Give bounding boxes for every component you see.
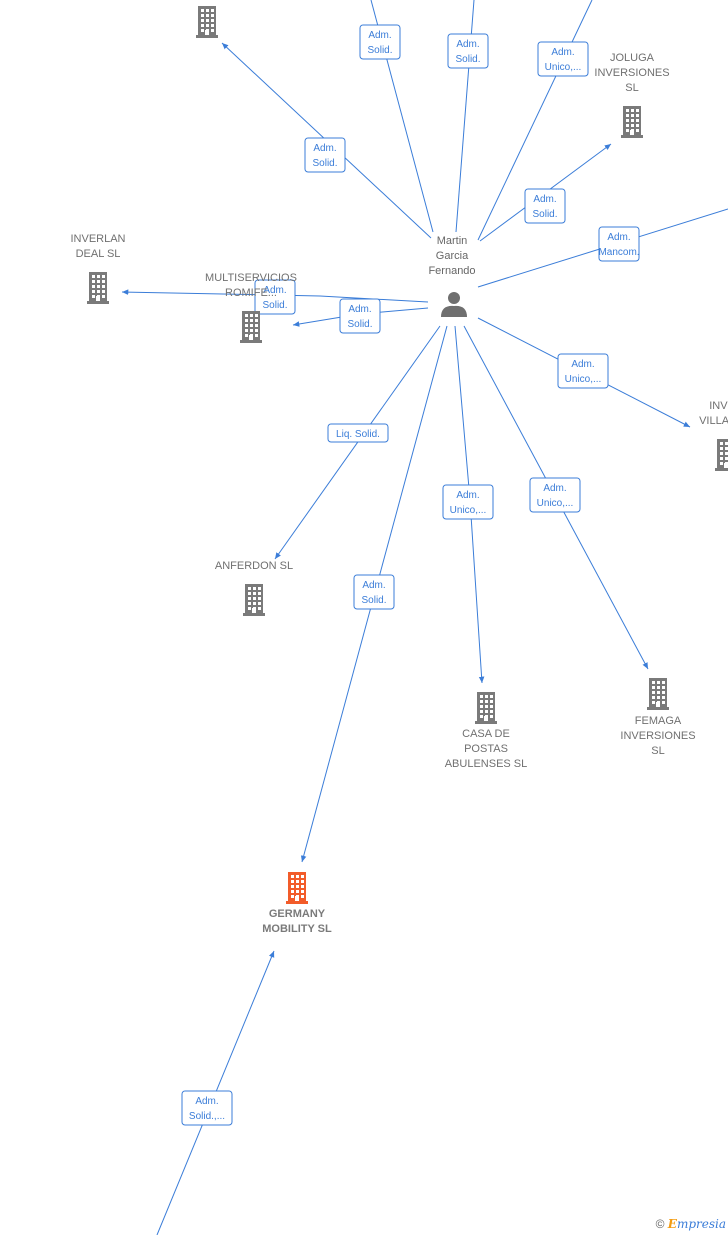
relation-label[interactable]: Adm. Solid. — [353, 574, 395, 610]
relation-label-text: Solid. — [312, 158, 337, 169]
company-node-femaga[interactable]: FEMAGA INVERSIONES SL — [620, 678, 696, 757]
relation-label-text: Adm. — [348, 304, 371, 315]
company-name-label: GERMANY — [269, 908, 326, 920]
relation-label[interactable]: Adm. Solid. — [339, 298, 381, 334]
relation-label-text: Mancom. — [598, 247, 639, 258]
relation-label[interactable]: Adm. Unico,... — [557, 353, 609, 389]
relation-label[interactable]: Adm. Solid. — [304, 137, 346, 173]
relation-label[interactable]: Adm. Mancom. — [598, 226, 640, 262]
relation-label-text: Adm. — [543, 483, 566, 494]
person-name-label: Fernando — [428, 265, 475, 277]
person-name-label: Garcia — [436, 250, 469, 262]
relation-label-text: Unico,... — [565, 374, 602, 385]
relation-label-text: Liq. Solid. — [336, 429, 380, 440]
relation-label-text: Solid.,... — [189, 1111, 225, 1122]
relation-label-text: Adm. — [456, 39, 479, 50]
company-name-label: INVERSIONES — [620, 730, 695, 742]
relation-label[interactable]: Adm. Unico,... — [529, 477, 581, 513]
relation-label-text: Solid. — [455, 54, 480, 65]
relation-label[interactable]: Adm. Solid. — [524, 188, 566, 224]
relation-label-text: Solid. — [367, 45, 392, 56]
company-node-multiservicios[interactable]: MULTISERVICIOS ROMIFE... — [205, 272, 297, 343]
relation-label[interactable]: Adm. Solid. — [254, 279, 296, 315]
relation-label[interactable]: Adm. Solid.,... — [181, 1090, 233, 1126]
building-icon — [286, 872, 308, 904]
company-name-label: CASA DE — [462, 728, 510, 740]
building-icon — [243, 584, 265, 616]
building-icon — [196, 6, 218, 38]
relation-label-text: Adm. — [368, 30, 391, 41]
building-icon — [87, 272, 109, 304]
company-node-top-left[interactable] — [196, 6, 218, 38]
copyright-symbol: © — [655, 1217, 665, 1231]
brand-initial: E — [667, 1217, 677, 1231]
company-name-label: DEAL SL — [76, 248, 121, 260]
relation-label-text: Unico,... — [537, 498, 574, 509]
company-node-inver-villasa[interactable]: INVER VILLASA... — [699, 400, 728, 471]
relation-label-text: Unico,... — [545, 62, 582, 73]
relation-edge-line — [121, 289, 429, 303]
brand-rest: mpresia — [676, 1217, 726, 1231]
relation-label-text: Solid. — [262, 300, 287, 311]
company-name-label: INVERLAN — [70, 233, 125, 245]
company-name-label: ANFERDON SL — [215, 560, 293, 572]
company-node-germany[interactable]: GERMANY MOBILITY SL — [262, 872, 332, 935]
relation-label-text: Solid. — [347, 319, 372, 330]
relation-label-text: Solid. — [361, 595, 386, 606]
relation-label[interactable]: Adm. Unico,... — [537, 41, 589, 77]
building-icon — [621, 106, 643, 138]
company-name-label: MULTISERVICIOS — [205, 272, 297, 284]
relation-label[interactable]: Adm. Solid. — [447, 33, 489, 69]
company-name-label: INVERSIONES — [594, 67, 669, 79]
building-icon — [240, 311, 262, 343]
building-icon — [475, 692, 497, 724]
building-icon — [715, 439, 728, 471]
relation-label-text: Adm. — [571, 359, 594, 370]
company-name-label: SL — [625, 82, 638, 94]
company-name-label: FEMAGA — [635, 715, 682, 727]
company-name-label: SL — [651, 745, 664, 757]
company-name-label: ROMIFE... — [225, 287, 277, 299]
company-node-casa-postas[interactable]: CASA DE POSTAS ABULENSES SL — [445, 692, 528, 770]
building-icon — [647, 678, 669, 710]
company-name-label: VILLASA... — [699, 415, 728, 427]
empresia-logo[interactable]: Empresia — [668, 1217, 726, 1231]
company-name-label: INVER — [709, 400, 728, 412]
relation-label-text: Adm. — [607, 232, 630, 243]
relation-label[interactable]: Adm. Solid. — [359, 24, 401, 60]
copyright-footer: © Empresia — [656, 1217, 726, 1231]
relation-label-text: Adm. — [313, 143, 336, 154]
person-icon — [441, 292, 467, 317]
company-node-anferdon[interactable]: ANFERDON SL — [215, 560, 293, 616]
relation-label-text: Adm. — [263, 285, 286, 296]
company-node-joluga[interactable]: JOLUGA INVERSIONES SL — [594, 52, 670, 138]
relation-label-text: Adm. — [533, 194, 556, 205]
relation-label-text: Adm. — [551, 47, 574, 58]
company-name-label: JOLUGA — [610, 52, 655, 64]
relation-label-text: Solid. — [532, 209, 557, 220]
relation-edge-line — [477, 0, 593, 241]
company-name-label: ABULENSES SL — [445, 758, 528, 770]
relation-label-text: Adm. — [456, 490, 479, 501]
relation-label[interactable]: Adm. Unico,... — [442, 484, 494, 520]
relation-label[interactable]: Liq. Solid. — [327, 423, 389, 443]
relation-label-text: Adm. — [195, 1096, 218, 1107]
company-name-label: MOBILITY SL — [262, 923, 332, 935]
company-node-inverlan[interactable]: INVERLAN DEAL SL — [70, 233, 126, 304]
relation-label-text: Adm. — [362, 580, 385, 591]
person-name-label: Martin — [437, 235, 468, 247]
relation-label-text: Unico,... — [450, 505, 487, 516]
company-name-label: POSTAS — [464, 743, 508, 755]
